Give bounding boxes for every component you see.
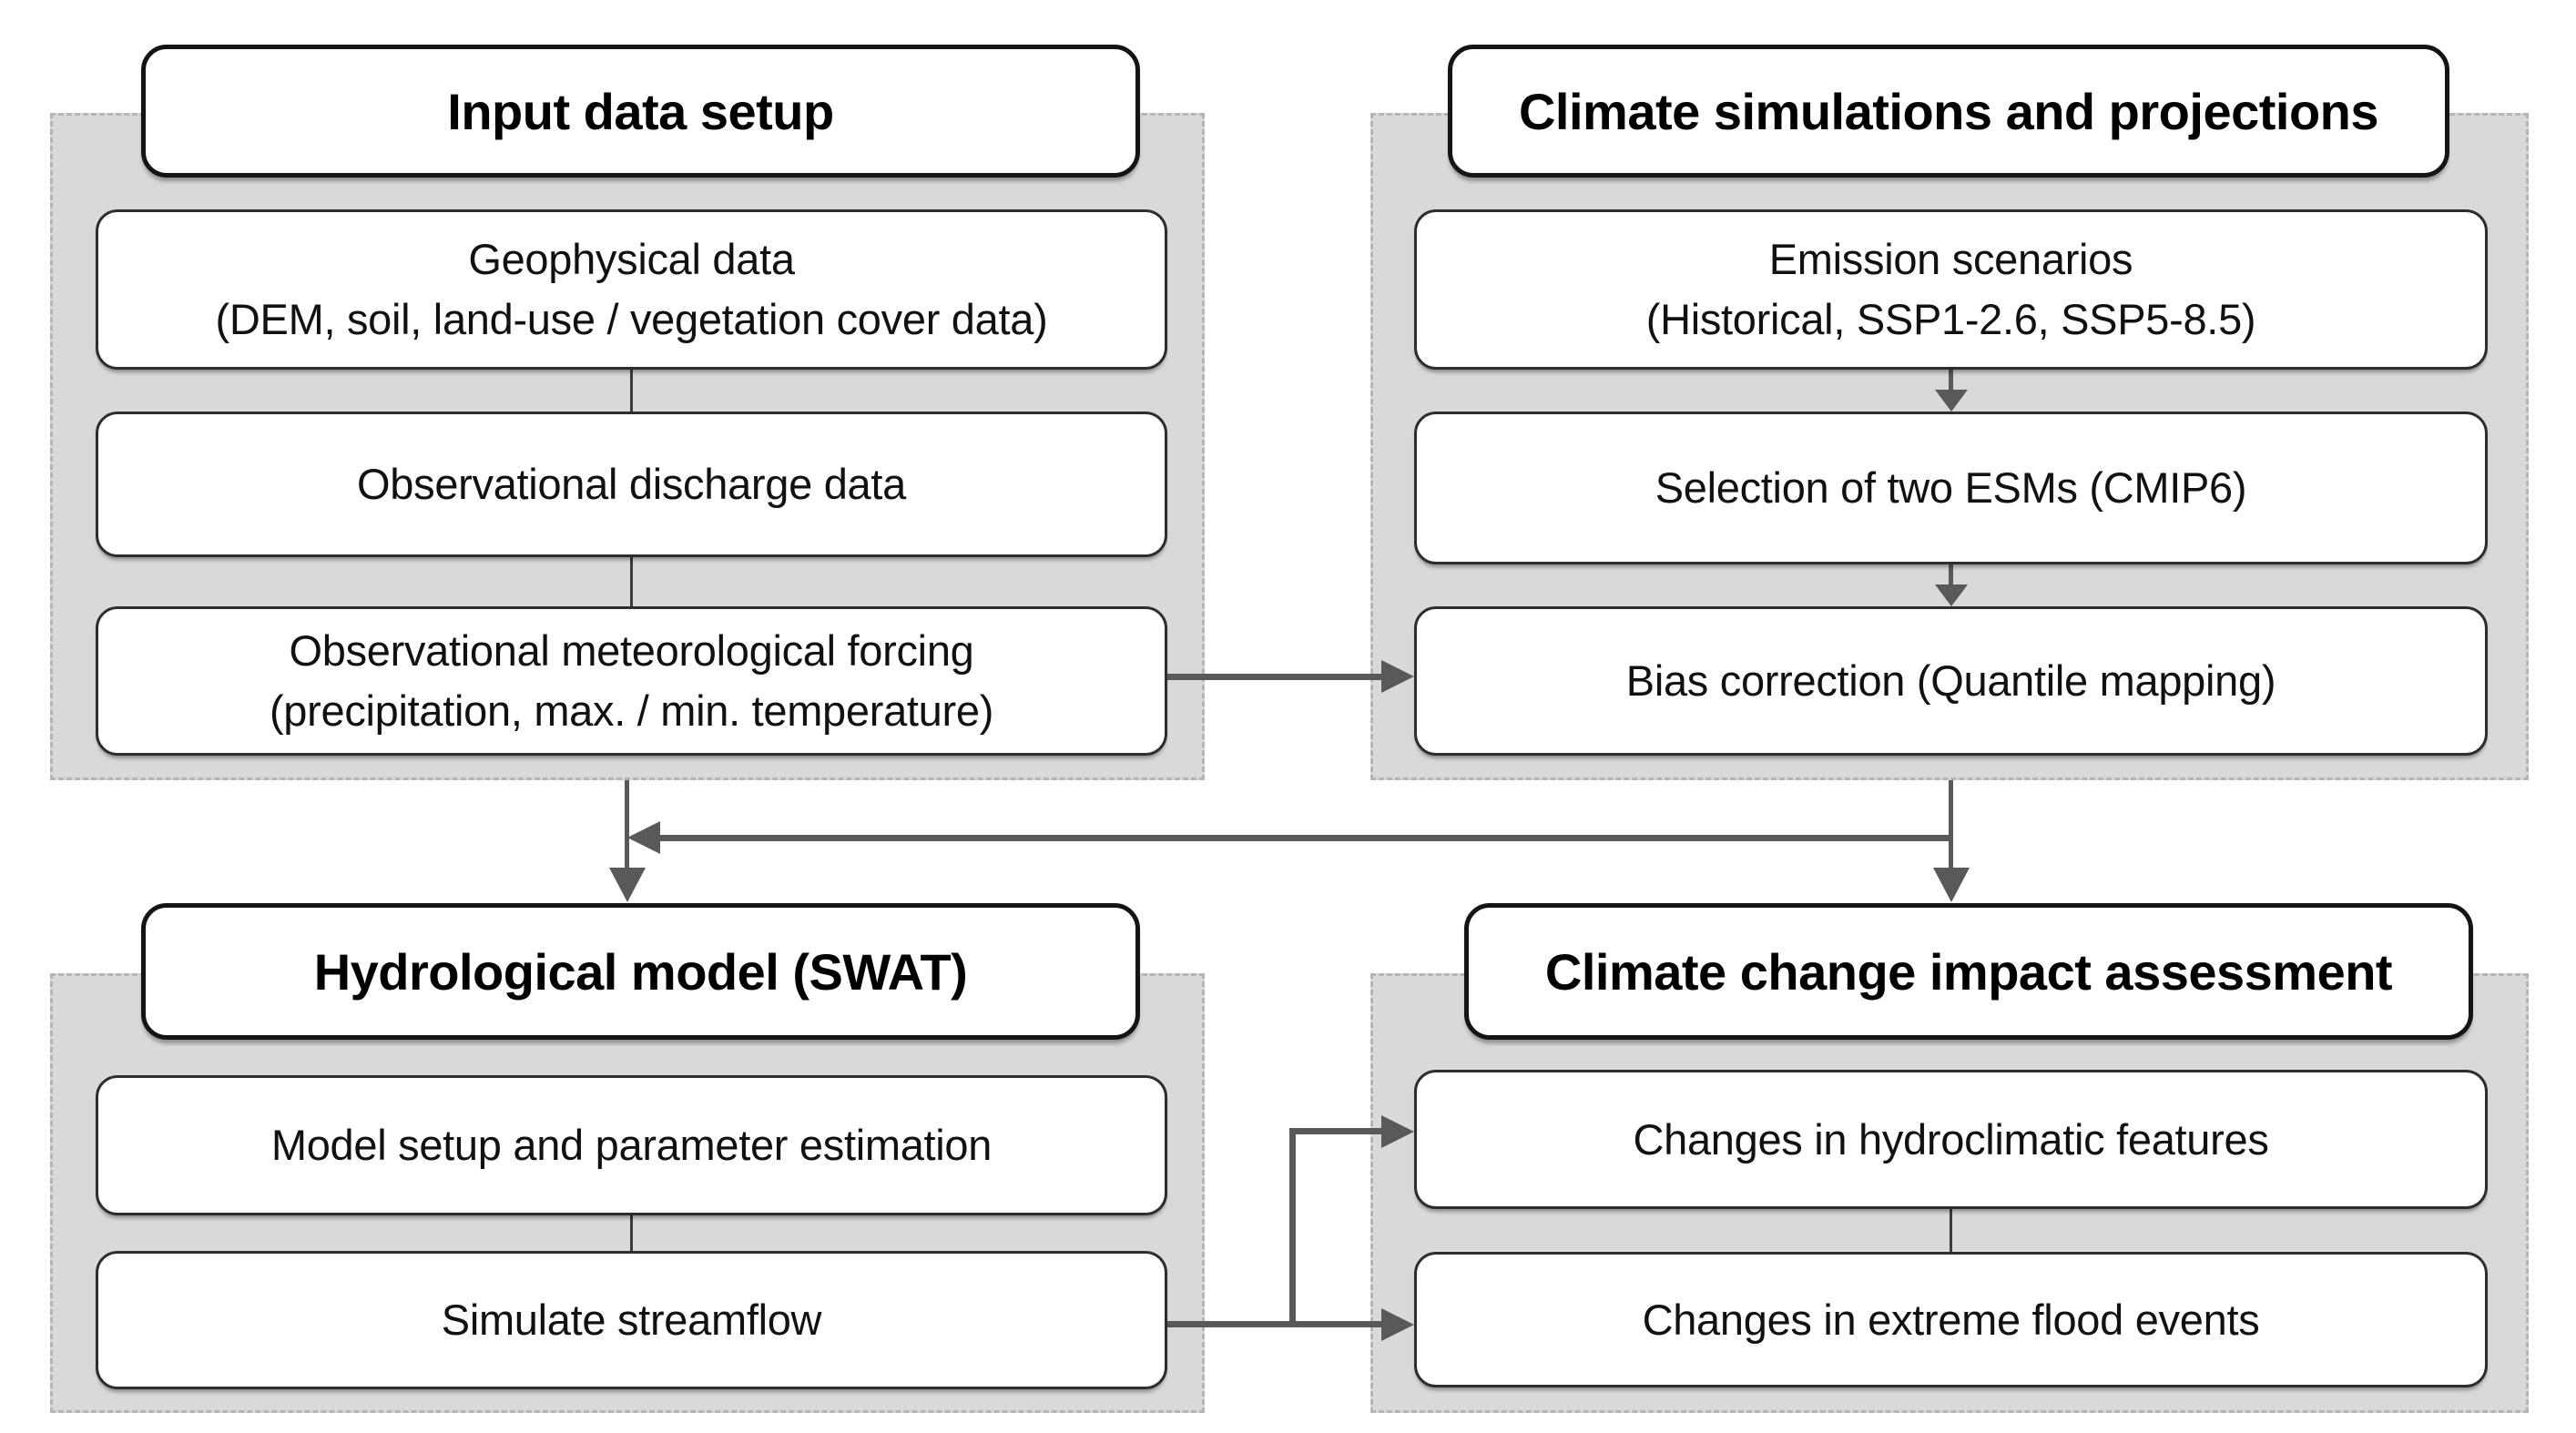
title-climate-simulations: Climate simulations and projections [1448, 45, 2449, 178]
arrow-metforcing-to-bias-head-icon [1381, 660, 1414, 693]
box-geophysical-data-line2: (DEM, soil, land-use / vegetation cover … [215, 295, 1048, 343]
title-hydrological-model: Hydrological model (SWAT) [141, 903, 1140, 1040]
arrow-streamflow-to-floodevents-head-icon [1381, 1308, 1414, 1341]
box-geophysical-data: Geophysical data (DEM, soil, land-use / … [96, 209, 1167, 370]
arrow-streamflow-to-hydroclimatic-line [1289, 1128, 1383, 1134]
arrow-esms-to-bias-line [1949, 564, 1953, 586]
box-selection-of-two-esms: Selection of two ESMs (CMIP6) [1414, 412, 2488, 564]
arrow-streamflow-to-hydroclimatic-head-icon [1381, 1115, 1414, 1148]
box-selection-of-two-esms-line1: Selection of two ESMs (CMIP6) [1655, 463, 2247, 512]
box-geophysical-data-line1: Geophysical data [468, 235, 795, 283]
box-simulate-streamflow: Simulate streamflow [96, 1251, 1167, 1389]
arrow-streamflow-to-floodevents-line [1167, 1321, 1383, 1327]
arrow-climatepanel-to-impact-head-icon [1933, 868, 1970, 902]
arrow-climatepanel-to-swat-line [657, 835, 1951, 841]
title-input-data-setup: Input data setup [141, 45, 1140, 178]
arrow-metforcing-to-bias-line [1167, 674, 1383, 680]
arrow-emissions-to-esms-head-icon [1935, 390, 1968, 412]
arrow-esms-to-bias-head-icon [1935, 584, 1968, 606]
box-simulate-streamflow-line1: Simulate streamflow [441, 1296, 822, 1344]
title-climate-simulations-label: Climate simulations and projections [1518, 82, 2379, 140]
title-impact-assessment-label: Climate change impact assessment [1544, 942, 2393, 1001]
arrow-emissions-to-esms-line [1949, 370, 1953, 391]
box-changes-hydroclimatic: Changes in hydroclimatic features [1414, 1070, 2488, 1209]
box-bias-correction-line1: Bias correction (Quantile mapping) [1625, 656, 2276, 705]
box-emission-scenarios-line1: Emission scenarios [1768, 235, 2133, 283]
box-changes-flood-events: Changes in extreme flood events [1414, 1252, 2488, 1387]
box-model-setup-line1: Model setup and parameter estimation [270, 1121, 993, 1169]
box-changes-hydroclimatic-line1: Changes in hydroclimatic features [1633, 1114, 2269, 1164]
box-observational-meteorological-forcing-line1: Observational meteorological forcing [289, 626, 974, 675]
box-observational-meteorological-forcing: Observational meteorological forcing (pr… [96, 606, 1167, 756]
box-observational-discharge-data: Observational discharge data [96, 412, 1167, 557]
arrow-climatepanel-to-impact-line [1949, 780, 1953, 869]
box-bias-correction: Bias correction (Quantile mapping) [1414, 606, 2488, 756]
arrow-inputpanel-to-swat-line [625, 780, 629, 869]
connector-geophysical-to-discharge [630, 370, 633, 412]
arrow-inputpanel-to-swat-head-icon [609, 868, 646, 902]
connector-modelsetup-to-streamflow [630, 1215, 633, 1251]
arrow-streamflow-branch-vertical-line [1289, 1128, 1296, 1327]
title-hydrological-model-label: Hydrological model (SWAT) [313, 942, 968, 1001]
title-input-data-setup-label: Input data setup [447, 82, 834, 140]
box-observational-meteorological-forcing-line2: (precipitation, max. / min. temperature) [269, 686, 994, 735]
box-model-setup: Model setup and parameter estimation [96, 1075, 1167, 1215]
arrow-climatepanel-to-swat-head-icon [627, 821, 660, 854]
box-changes-flood-events-line1: Changes in extreme flood events [1642, 1295, 2260, 1344]
box-observational-discharge-data-line1: Observational discharge data [357, 460, 906, 508]
box-emission-scenarios: Emission scenarios (Historical, SSP1-2.6… [1414, 209, 2488, 370]
title-impact-assessment: Climate change impact assessment [1464, 903, 2473, 1040]
box-emission-scenarios-line2: (Historical, SSP1-2.6, SSP5-8.5) [1645, 295, 2256, 343]
connector-discharge-to-metforcing [630, 557, 633, 606]
connector-hydroclimatic-to-floodevents [1950, 1209, 1952, 1252]
